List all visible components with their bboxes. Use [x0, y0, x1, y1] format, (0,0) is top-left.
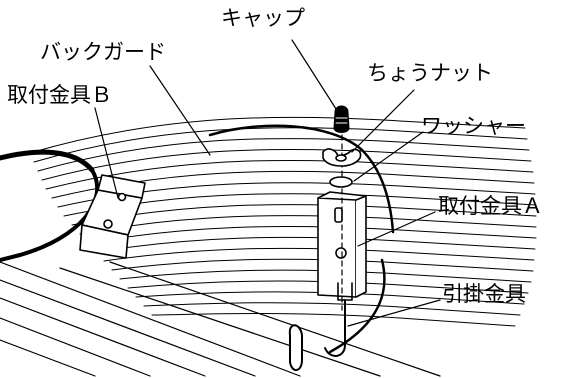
hook-fitting	[288, 299, 346, 371]
label-hook-fitting: 引掛金具	[442, 282, 526, 306]
label-bracket-a: 取付金具Ａ	[438, 194, 543, 218]
bracket-b	[79, 174, 146, 259]
label-wing-nut: ちょうナット	[367, 61, 493, 85]
washer	[329, 176, 353, 188]
cap	[333, 105, 350, 133]
label-back-guard: バックガード	[40, 40, 166, 64]
label-cap: キャップ	[221, 6, 305, 30]
base-rails	[0, 261, 441, 377]
leader-lines	[94, 39, 441, 327]
bracket-a	[317, 191, 367, 301]
label-washer: ワッシャー	[421, 114, 526, 138]
label-bracket-b: 取付金具Ｂ	[7, 83, 112, 107]
wing-nut	[322, 148, 362, 167]
right-wire	[208, 124, 395, 354]
